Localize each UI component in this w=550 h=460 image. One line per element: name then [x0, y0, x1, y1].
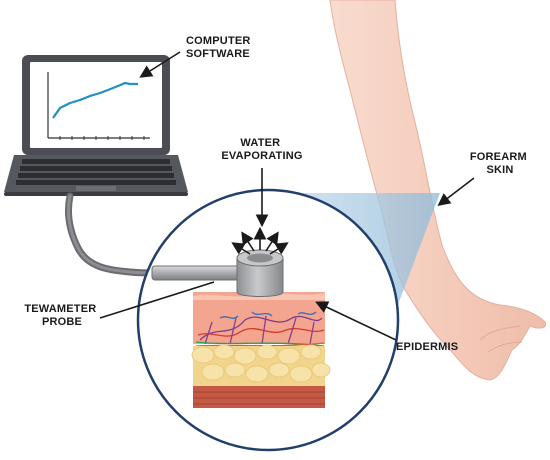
tewameter-probe-label: TEWAMETER PROBE	[24, 303, 99, 328]
epidermis-label: EPIDERMIS	[396, 341, 458, 353]
laptop-display	[30, 62, 162, 148]
muscle-layer	[193, 386, 325, 408]
forearm-skin-label: FOREARM SKIN	[470, 151, 530, 176]
probe-cable	[64, 192, 160, 277]
epidermis-pointer	[315, 301, 397, 341]
evaporation-arrows	[231, 226, 289, 255]
laptop-illustration	[4, 55, 188, 196]
tewameter-probe-pointer	[99, 281, 215, 319]
computer-software-pointer	[139, 51, 181, 78]
skin-cross-section	[191, 292, 331, 408]
water-evaporating-label: WATER EVAPORATING	[221, 137, 302, 162]
laptop-touchpad	[76, 186, 116, 191]
probe-handle	[151, 265, 243, 281]
computer-software-label: COMPUTER SOFTWARE	[186, 35, 254, 60]
blood-vessels	[195, 311, 325, 347]
forearm-skin-pointer	[437, 177, 475, 206]
keyboard-keys	[16, 159, 176, 185]
graph-line	[52, 81, 138, 119]
